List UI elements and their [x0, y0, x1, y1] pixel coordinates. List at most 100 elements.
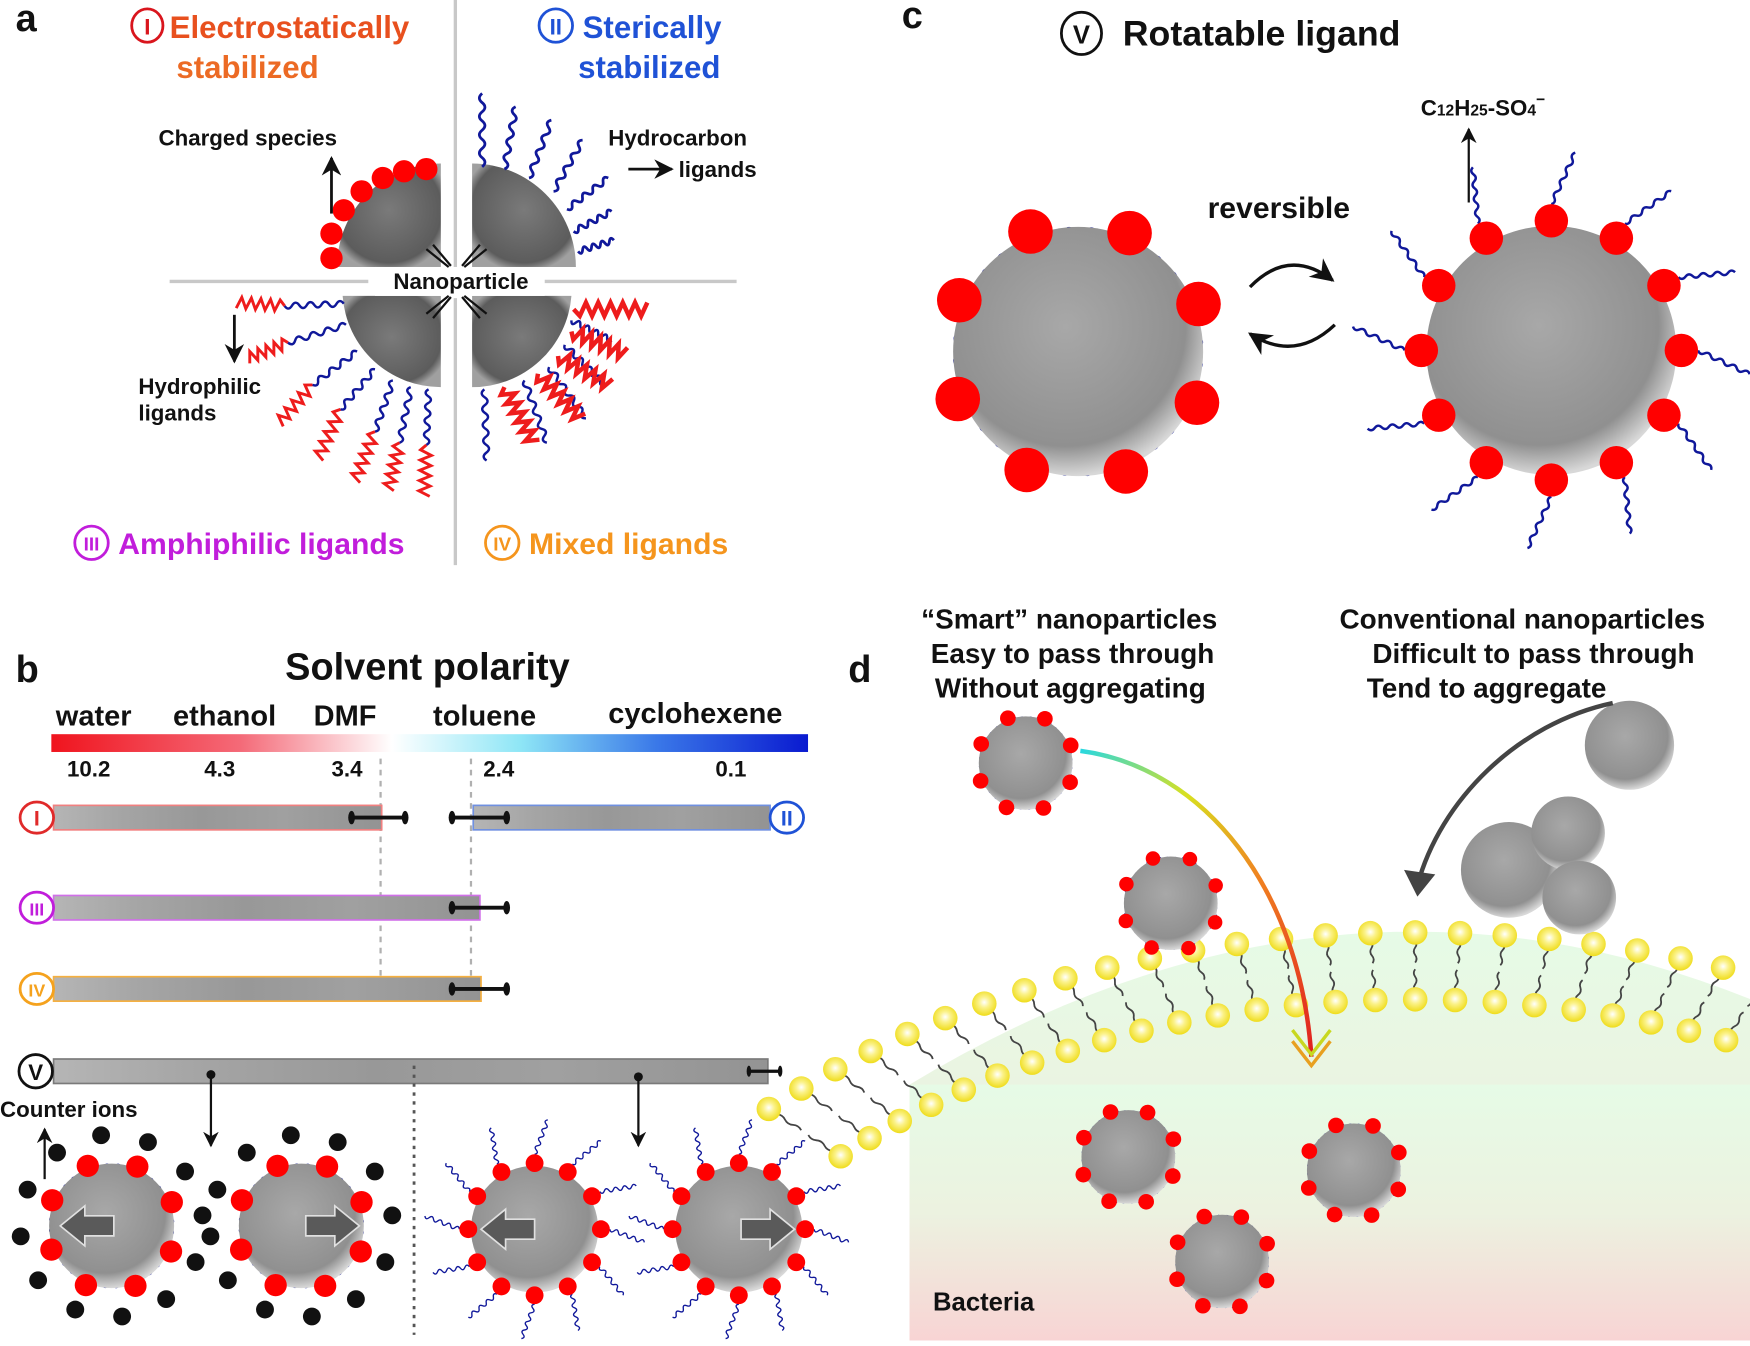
charged-bead	[1144, 940, 1159, 955]
lipid-head-inner	[1129, 1018, 1154, 1043]
charged-bead	[972, 773, 989, 789]
error-bar-iii	[448, 901, 511, 915]
panel-b-particles	[11, 1119, 850, 1340]
hydrocarbon-ligand	[521, 379, 548, 444]
extended-ligand	[1366, 420, 1426, 432]
panel-b: b Solvent polarity water ethanol DMF tol…	[0, 647, 850, 1340]
extended-ligand	[813, 1229, 850, 1243]
extended-ligand	[1351, 326, 1406, 351]
conventional-particle	[1531, 796, 1605, 870]
numeral-i-circle-icon	[130, 7, 165, 44]
extended-ligand	[534, 1119, 548, 1155]
charged-bead	[1000, 710, 1016, 727]
charged-bead	[40, 1238, 63, 1261]
hydrocarbon-ligands	[477, 92, 615, 255]
label-charged-species: Charged species	[158, 126, 336, 151]
panel-b-letter: b	[16, 649, 39, 691]
charged-bead	[350, 180, 373, 203]
counter-ion	[328, 1133, 347, 1152]
charged-bead	[1119, 876, 1134, 892]
quadrant-ii-title: II Sterically stabilized	[537, 7, 722, 85]
error-bar-i	[348, 810, 409, 825]
charged-bead	[266, 1154, 289, 1177]
nanoparticle-quadrant-iii	[342, 295, 441, 388]
charged-bead	[1076, 1129, 1092, 1146]
counter-ion	[201, 1227, 220, 1246]
lipid-head-inner	[1205, 1003, 1231, 1028]
charged-bead	[159, 1240, 183, 1263]
panel-a: a I Electrostatically stabilized II Ster…	[16, 0, 757, 566]
lipid-head-outer	[1447, 920, 1473, 946]
lipid-head-inner	[887, 1108, 913, 1134]
charged-bead	[1103, 449, 1149, 494]
conventional-particle	[1460, 822, 1557, 918]
charged-bead	[459, 1220, 478, 1239]
conventional-arrow-head-icon	[1404, 869, 1436, 897]
counter-ion	[302, 1307, 321, 1326]
lipid-head-outer	[789, 1076, 814, 1101]
charged-bead	[583, 1187, 601, 1206]
lipid-head-inner	[1522, 992, 1547, 1018]
charged-bead	[126, 1155, 149, 1178]
charged-bead	[525, 1286, 544, 1305]
label-nanoparticle: Nanoparticle	[393, 269, 528, 294]
smart-line-2: Easy to pass through	[931, 638, 1215, 669]
charged-bead	[729, 1154, 748, 1173]
extended-ligand	[672, 1293, 702, 1319]
conventional-line-2: Difficult to pass through	[1372, 638, 1694, 669]
hydrocarbon-ligand	[577, 236, 615, 255]
counter-ion	[237, 1143, 256, 1162]
charged-bead	[998, 799, 1015, 816]
nanoparticle	[1123, 856, 1218, 950]
charged-bead	[1469, 445, 1504, 480]
lipid-bilayer-membrane	[756, 920, 1750, 1169]
lipid-head-inner	[1600, 1003, 1625, 1028]
smart-path-arrow-icon	[1080, 748, 1314, 1057]
range-bar-iii	[52, 894, 481, 921]
charged-bead	[1035, 800, 1052, 816]
lipid-head-outer	[823, 1056, 848, 1082]
nanoparticle-quadrant-ii	[472, 163, 576, 267]
charged-bead	[1421, 398, 1456, 432]
lipid-head-outer	[932, 1005, 958, 1031]
panel-c-letter: c	[902, 0, 923, 37]
charged-bead	[230, 1189, 254, 1212]
charged-bead	[1469, 221, 1504, 255]
counter-ion	[376, 1253, 395, 1271]
lipid-head-outer	[895, 1021, 920, 1047]
extended-ligand	[569, 1293, 581, 1331]
row-iv-circle-icon	[18, 971, 55, 1006]
extended-ligand	[609, 1229, 645, 1243]
charged-bead	[1391, 1144, 1407, 1161]
lipid-head-inner	[1055, 1038, 1081, 1064]
charged-bead	[320, 246, 343, 270]
charged-bead	[763, 1277, 781, 1296]
nanoparticle-label-bg	[375, 266, 545, 296]
charged-bead	[492, 1277, 511, 1296]
lipid-head-inner	[1019, 1050, 1045, 1075]
counter-ion	[92, 1126, 111, 1145]
nanoparticle	[1426, 225, 1677, 475]
lipid-head-outer	[1710, 955, 1736, 980]
nanoparticle	[978, 716, 1073, 810]
lipid-head-outer	[972, 991, 997, 1016]
charged-bead	[672, 1187, 691, 1206]
extended-ligand	[1526, 495, 1552, 550]
charged-bead	[1145, 851, 1161, 866]
reversible-arrow-forward-icon	[1248, 258, 1335, 289]
hydrophobic-segment	[422, 388, 433, 447]
charged-bead	[1169, 1234, 1186, 1251]
charged-bead	[1208, 878, 1223, 893]
charged-bead	[583, 1253, 601, 1272]
label-hydrocarbon-ligands: ligands	[679, 157, 757, 182]
hydrophobic-segment	[397, 385, 413, 444]
polarity-dmf: 3.4	[331, 756, 363, 781]
charged-bead	[1647, 398, 1681, 432]
error-bar-iv	[448, 982, 511, 996]
numeral-iv: IV	[493, 535, 511, 556]
numeral-iii-circle-icon	[73, 524, 110, 561]
hydrocarbon-ligand	[553, 138, 583, 193]
extended-ligand	[1624, 189, 1672, 226]
lipid-head-outer	[756, 1096, 782, 1122]
charged-bead	[1647, 268, 1681, 303]
